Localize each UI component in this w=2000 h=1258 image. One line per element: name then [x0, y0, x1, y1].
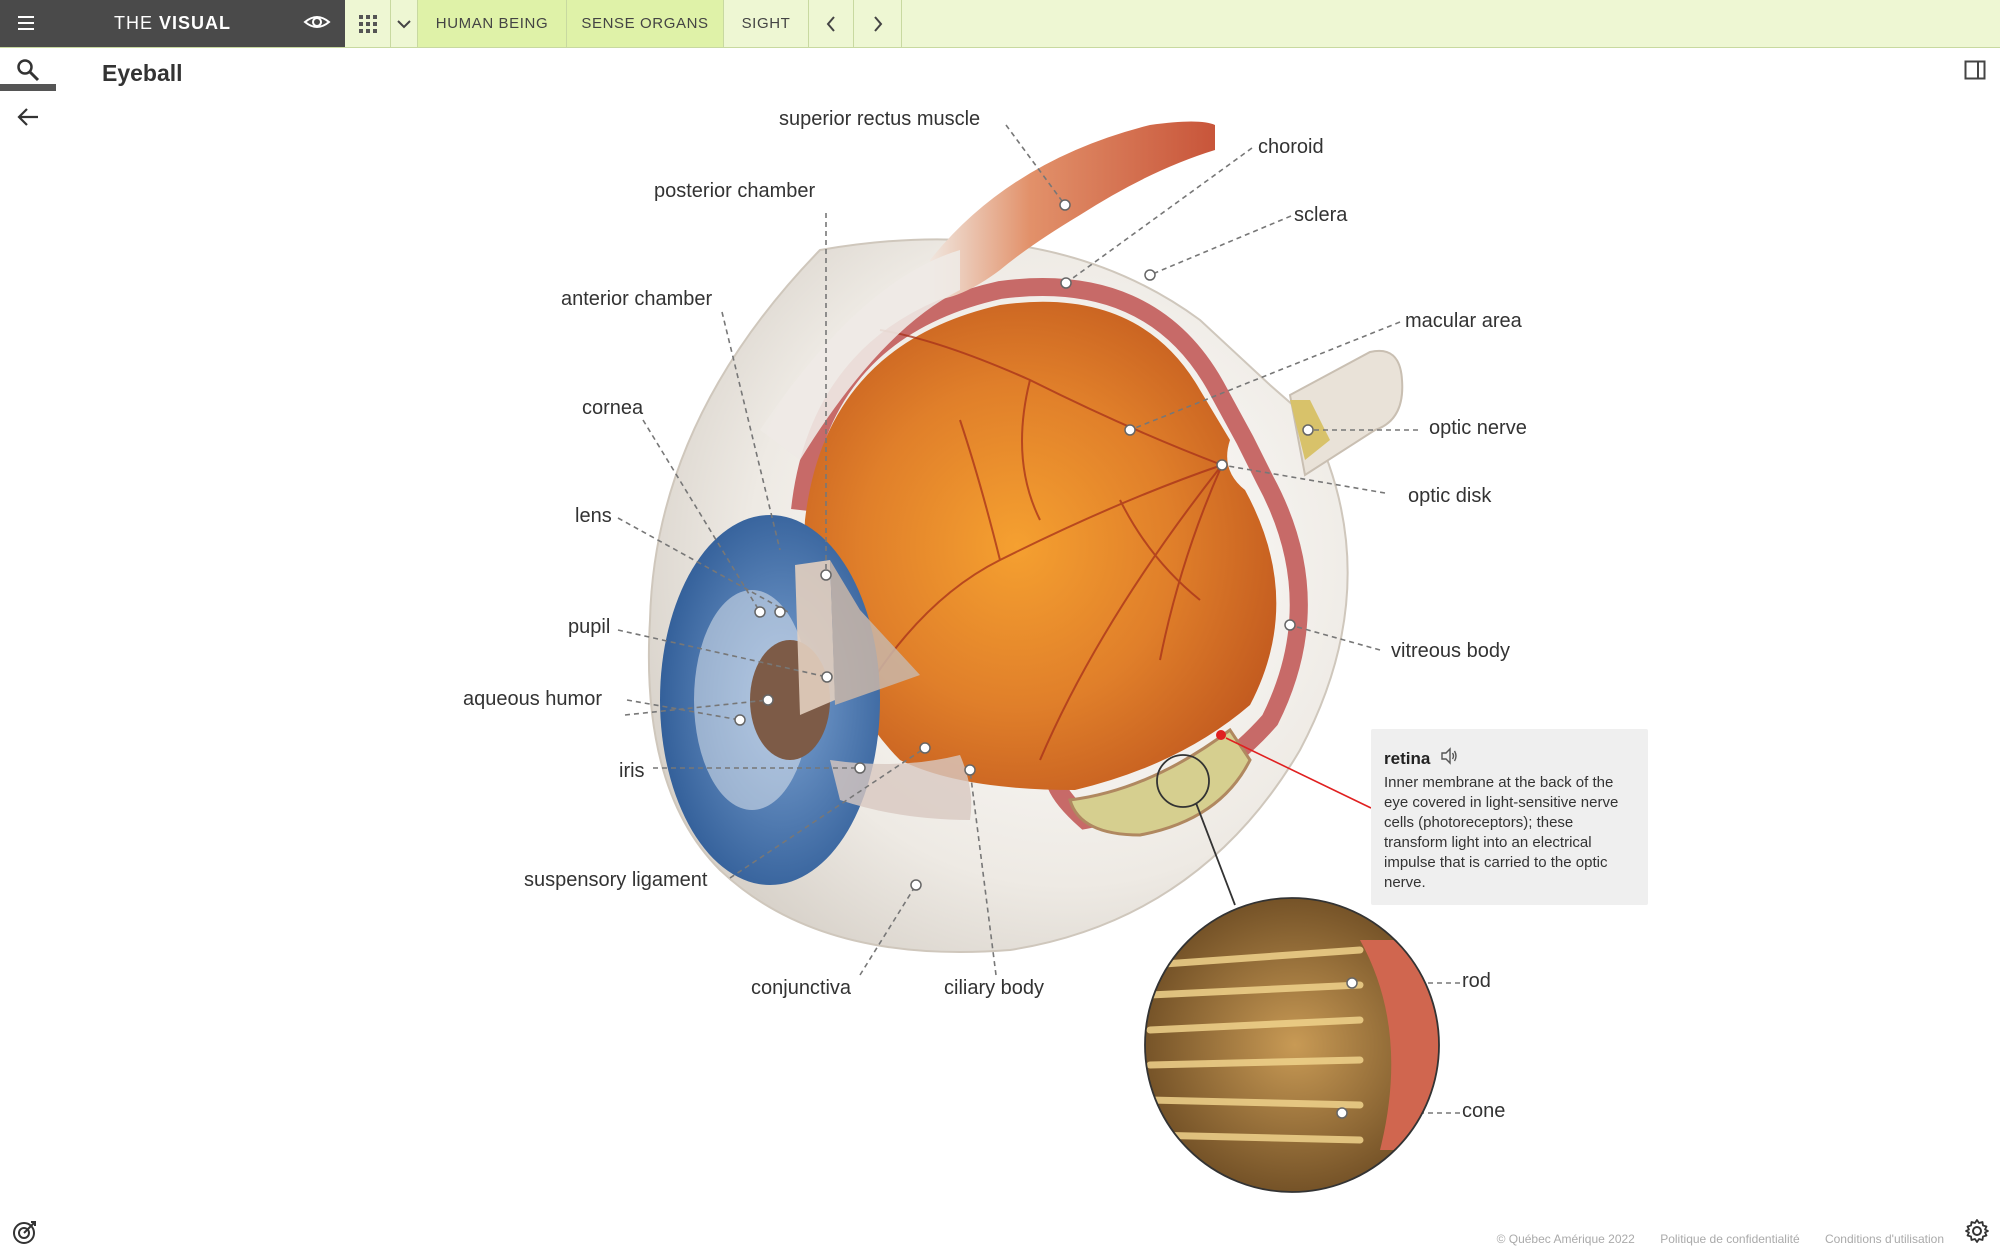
info-term: retina — [1384, 749, 1431, 768]
grid-icon[interactable] — [346, 0, 391, 47]
label-superior-rectus-muscle[interactable]: superior rectus muscle — [779, 108, 981, 130]
label-cone[interactable]: cone — [1462, 1100, 1506, 1122]
gear-icon[interactable] — [1964, 1218, 1990, 1249]
info-card: retina Inner membrane at the back of the… — [1371, 729, 1648, 905]
tab-sight[interactable]: SIGHT — [724, 0, 809, 47]
tab-sense-organs[interactable]: SENSE ORGANS — [567, 0, 724, 47]
label-anterior-chamber[interactable]: anterior chamber — [561, 288, 713, 310]
target-icon[interactable] — [12, 1219, 38, 1250]
brand-logo[interactable]: THE VISUAL — [114, 13, 231, 34]
brand-prefix: THE — [114, 13, 160, 33]
menu-icon[interactable] — [12, 8, 42, 38]
label-lens[interactable]: lens — [575, 505, 612, 527]
footer: © Québec Amérique 2022 Politique de conf… — [1475, 1232, 1944, 1246]
footer-privacy-link[interactable]: Politique de confidentialité — [1660, 1232, 1800, 1246]
speaker-icon[interactable] — [1440, 747, 1458, 770]
chevron-down-icon[interactable] — [391, 0, 418, 47]
eye-icon[interactable] — [303, 12, 331, 37]
search-icon[interactable] — [0, 47, 56, 93]
label-cornea[interactable]: cornea — [582, 397, 644, 419]
top-bar: THE VISUAL HUMAN BEING SENSE ORGANS SIGH… — [0, 0, 2000, 48]
footer-terms-link[interactable]: Conditions d'utilisation — [1824, 1232, 1944, 1246]
tab-human-being[interactable]: HUMAN BEING — [418, 0, 567, 47]
label-macular-area[interactable]: macular area — [1405, 310, 1522, 332]
label-suspensory-ligament[interactable]: suspensory ligament — [524, 869, 708, 891]
label-optic-nerve[interactable]: optic nerve — [1429, 417, 1527, 439]
panel-toggle-icon[interactable] — [1964, 59, 1986, 86]
left-rail — [0, 47, 56, 1253]
page-title: Eyeball — [102, 60, 183, 86]
retina-hotspot[interactable] — [1216, 730, 1226, 740]
label-aqueous-humor[interactable]: aqueous humor — [463, 688, 602, 710]
search-active-indicator — [0, 84, 56, 91]
label-vitreous-body[interactable]: vitreous body — [1391, 640, 1510, 662]
label-sclera[interactable]: sclera — [1294, 204, 1348, 226]
label-choroid[interactable]: choroid — [1258, 136, 1324, 158]
brand-area: THE VISUAL — [0, 0, 345, 47]
label-optic-disk[interactable]: optic disk — [1408, 485, 1492, 507]
label-conjunctiva[interactable]: conjunctiva — [751, 977, 852, 999]
label-posterior-chamber[interactable]: posterior chamber — [654, 180, 816, 202]
footer-copyright: © Québec Amérique 2022 — [1496, 1232, 1635, 1246]
label-rod[interactable]: rod — [1462, 970, 1491, 992]
arrow-left-icon[interactable] — [0, 94, 56, 140]
label-pupil[interactable]: pupil — [568, 616, 611, 638]
chevron-left-icon[interactable] — [809, 0, 854, 47]
label-iris[interactable]: iris — [619, 760, 645, 782]
info-definition: Inner membrane at the back of the eye co… — [1384, 774, 1619, 891]
chevron-right-icon[interactable] — [854, 0, 902, 47]
brand-bold: VISUAL — [159, 13, 232, 33]
label-ciliary-body[interactable]: ciliary body — [944, 977, 1045, 999]
